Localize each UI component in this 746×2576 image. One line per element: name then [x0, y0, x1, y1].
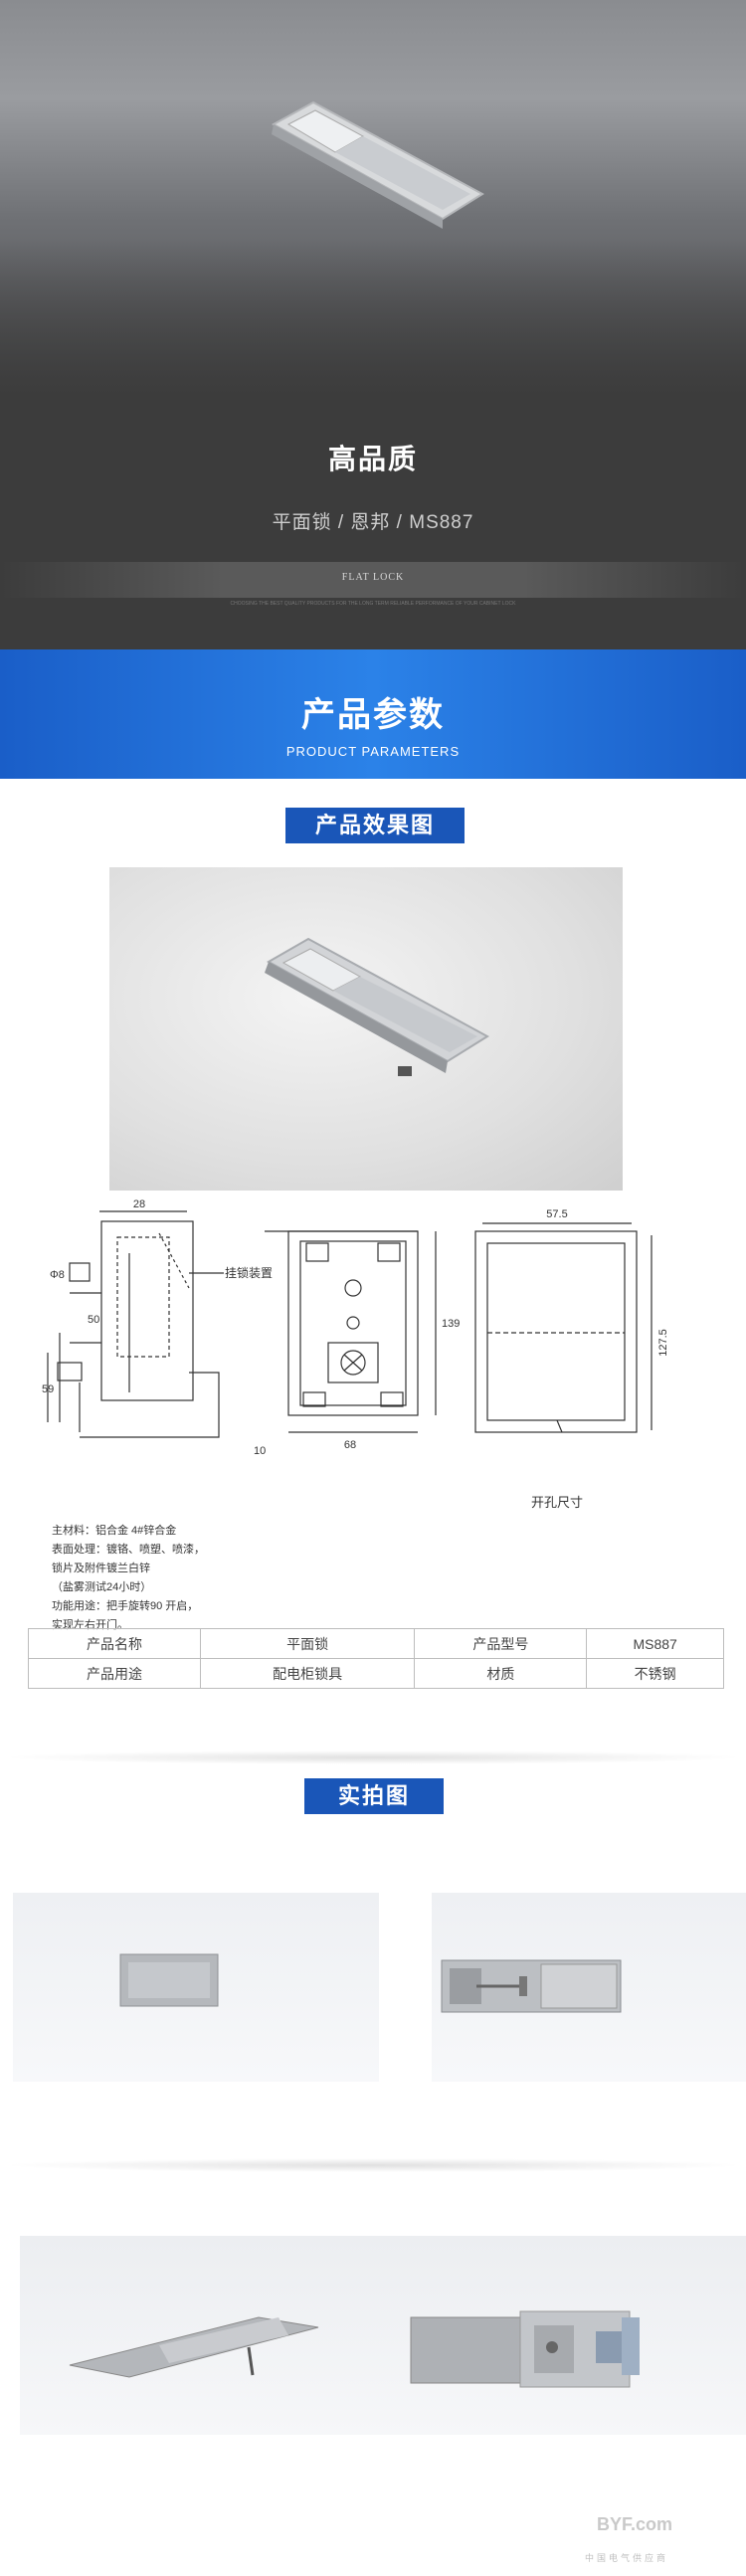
table-row: 产品用途 配电柜锁具 材质 不锈钢 — [28, 1658, 724, 1689]
hero-title: 高品质 — [327, 444, 418, 474]
dim-68: 68 — [344, 1439, 356, 1451]
hero-stripe-label: FLAT LOCK — [341, 572, 405, 583]
dim-50: 50 — [88, 1314, 99, 1326]
hang-lock-label: 挂锁装置 — [225, 1265, 273, 1280]
lock-handle-open-photo — [69, 2316, 319, 2378]
table-cell: 产品型号 — [414, 1628, 588, 1659]
table-cell: 材质 — [414, 1658, 588, 1689]
technical-drawings: 28 Φ8 50 59 10 挂锁装置 68 139 57.5 127.5 开孔… — [42, 1198, 669, 1510]
dim-127-5: 127.5 — [657, 1329, 669, 1357]
real-photo-4 — [383, 2236, 746, 2435]
hero-subtitle: 平面锁 / 恩邦 / MS887 — [272, 512, 474, 533]
table-cell: 产品用途 — [28, 1658, 201, 1689]
section-divider — [0, 1750, 746, 1764]
front-view-drawing — [265, 1230, 437, 1433]
lock-unlocked-photo — [410, 2310, 640, 2388]
spec-line: （盐雾测试24小时） — [52, 1581, 152, 1593]
table-cell: 平面锁 — [199, 1628, 416, 1659]
dim-28: 28 — [133, 1198, 145, 1210]
dim-139: 139 — [442, 1318, 460, 1330]
dim-phi8: Φ8 — [50, 1269, 65, 1281]
hero-fade — [0, 239, 746, 398]
table-cell: 产品名称 — [28, 1628, 201, 1659]
product-lock-image — [265, 937, 489, 1076]
table-row: 产品名称 平面锁 产品型号 MS887 — [28, 1628, 724, 1659]
table-cell: 配电柜锁具 — [199, 1658, 416, 1689]
real-photo-3 — [20, 2236, 384, 2435]
hero-stripe — [0, 562, 746, 598]
dim-59: 59 — [42, 1383, 54, 1395]
hero-text: 高品质 平面锁 / 恩邦 / MS887 — [0, 438, 746, 534]
hero-dark-band — [0, 396, 746, 649]
product-parameters-table: 产品名称 平面锁 产品型号 MS887 产品用途 配电柜锁具 材质 不锈钢 — [28, 1628, 724, 1689]
spec-line: 功能用途：把手旋转90 开启， — [52, 1600, 199, 1612]
table-cell: 不锈钢 — [586, 1658, 724, 1689]
lock-open-back-photo — [441, 1959, 622, 2013]
cutout-view-drawing — [474, 1222, 653, 1433]
spec-line: 主材料：铝合金 4#锌合金 — [52, 1525, 177, 1537]
dim-57-5: 57.5 — [546, 1208, 567, 1220]
watermark-logo: BYF.com — [597, 2514, 673, 2534]
lock-closed-photo — [119, 1953, 219, 2007]
product-effect-photo — [109, 867, 623, 1191]
real-photo-section-tag: 实拍图 — [304, 1778, 444, 1814]
real-photo-2 — [432, 1893, 746, 2082]
parameters-banner: 产品参数 PRODUCT PARAMETERS — [0, 649, 746, 779]
photo-divider — [0, 2158, 746, 2172]
parameters-title: 产品参数 — [301, 696, 445, 734]
real-photo-1 — [13, 1893, 379, 2082]
effect-section-tag: 产品效果图 — [285, 808, 465, 843]
watermark-slogan: 中国电气供应商 — [585, 2553, 669, 2563]
hero-mini-text: CHOOSING THE BEST QUALITY PRODUCTS FOR T… — [230, 601, 516, 607]
spec-line: 表面处理：镀铬、喷塑、喷漆， — [52, 1544, 205, 1556]
parameters-subtitle: PRODUCT PARAMETERS — [285, 744, 461, 759]
cutout-size-label: 开孔尺寸 — [531, 1495, 583, 1510]
side-view-drawing — [47, 1210, 224, 1438]
material-specs: 主材料：铝合金 4#锌合金 表面处理：镀铬、喷塑、喷漆， 锁片及附件镀兰白锌 （… — [52, 1522, 205, 1635]
hero-lock-image — [271, 100, 484, 229]
dim-10: 10 — [254, 1445, 266, 1457]
table-cell: MS887 — [586, 1628, 724, 1659]
spec-line: 锁片及附件镀兰白锌 — [52, 1563, 150, 1574]
